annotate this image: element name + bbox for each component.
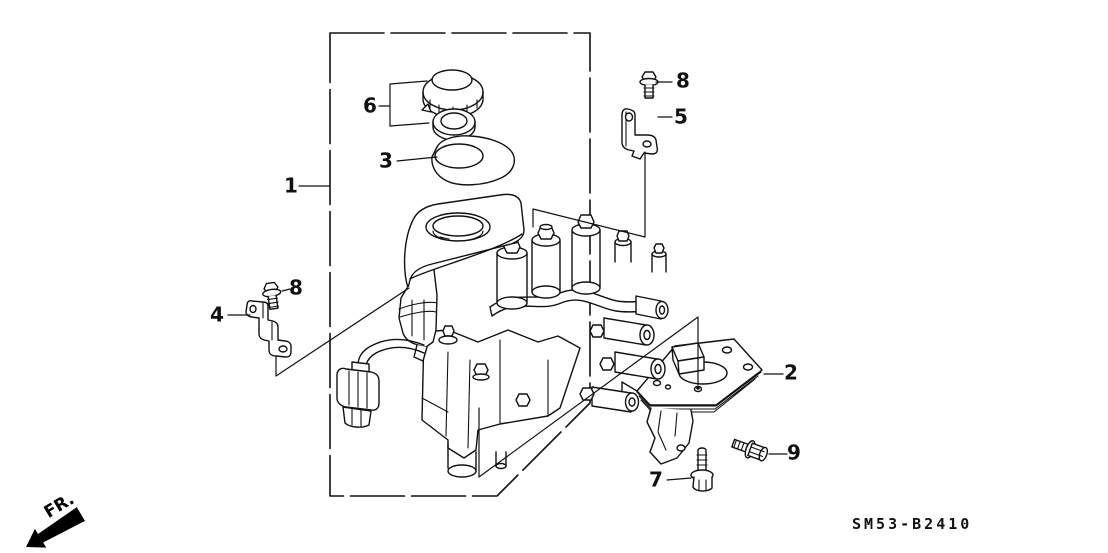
callout-8-left: 8 xyxy=(289,275,303,300)
callout-8-top: 8 xyxy=(676,68,690,93)
front-direction-arrow: FR. xyxy=(26,489,85,548)
callout-1: 1 xyxy=(284,173,298,198)
diagram-part-code: SM53-B2410 xyxy=(852,515,973,533)
abs-modulator-assembly xyxy=(337,194,668,477)
reference-box xyxy=(330,33,590,496)
reservoir-cap xyxy=(422,70,483,117)
bolt-9 xyxy=(730,435,770,464)
callout-5: 5 xyxy=(674,104,688,129)
callout-2: 2 xyxy=(784,360,798,385)
bolt-8-top xyxy=(639,71,659,99)
callout-3: 3 xyxy=(379,148,393,173)
mount-bracket xyxy=(622,339,762,464)
callout-4: 4 xyxy=(210,302,224,327)
bracket-5 xyxy=(622,109,657,159)
callout-9: 9 xyxy=(787,440,801,465)
reservoir-seal-ring xyxy=(433,109,475,140)
bolt-7 xyxy=(691,448,713,491)
callout-6: 6 xyxy=(363,93,377,118)
bracket-4 xyxy=(246,301,291,357)
reservoir-gasket xyxy=(432,136,514,185)
leader-lines xyxy=(228,81,787,480)
callout-7: 7 xyxy=(649,467,663,492)
